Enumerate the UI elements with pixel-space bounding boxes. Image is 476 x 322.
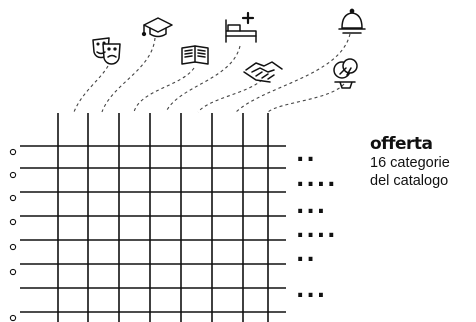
row-bullet [9, 314, 17, 322]
connector-line [197, 79, 263, 113]
theatre-masks-icon [92, 37, 121, 65]
dots-row: .. [296, 242, 317, 267]
caption-title: offerta [370, 134, 433, 154]
open-book-icon [181, 45, 209, 65]
dots-row: .... [296, 167, 337, 192]
connector-line [165, 45, 241, 113]
dots-row: .. [296, 142, 317, 167]
hospital-bed-icon [225, 11, 257, 43]
dots-row: ... [296, 278, 327, 303]
dashed-connectors [73, 33, 351, 113]
caption-line-1: 16 categorie [370, 155, 450, 171]
connector-line [235, 33, 351, 113]
row-bullet [9, 268, 17, 276]
connector-line [73, 65, 109, 113]
row-bullet [9, 148, 17, 156]
food-dome-icon [338, 8, 366, 34]
catalog-caption: offerta 16 categorie del catalogo [370, 134, 450, 190]
handshake-icon [243, 61, 283, 83]
row-bullets [9, 148, 17, 322]
connector-line [133, 67, 195, 113]
row-bullet [9, 194, 17, 202]
dots-row: .... [296, 218, 337, 243]
connector-line [267, 83, 345, 113]
continuation-dots: .. .... ... .... .. ... [296, 142, 337, 303]
plant-pot-icon [333, 58, 358, 89]
dots-row: ... [296, 194, 327, 219]
row-bullet [9, 218, 17, 226]
caption-line-2: del catalogo [370, 173, 449, 189]
row-bullet [9, 243, 17, 251]
category-grid [20, 113, 286, 322]
graduation-cap-icon [141, 17, 173, 38]
row-bullet [9, 171, 17, 179]
